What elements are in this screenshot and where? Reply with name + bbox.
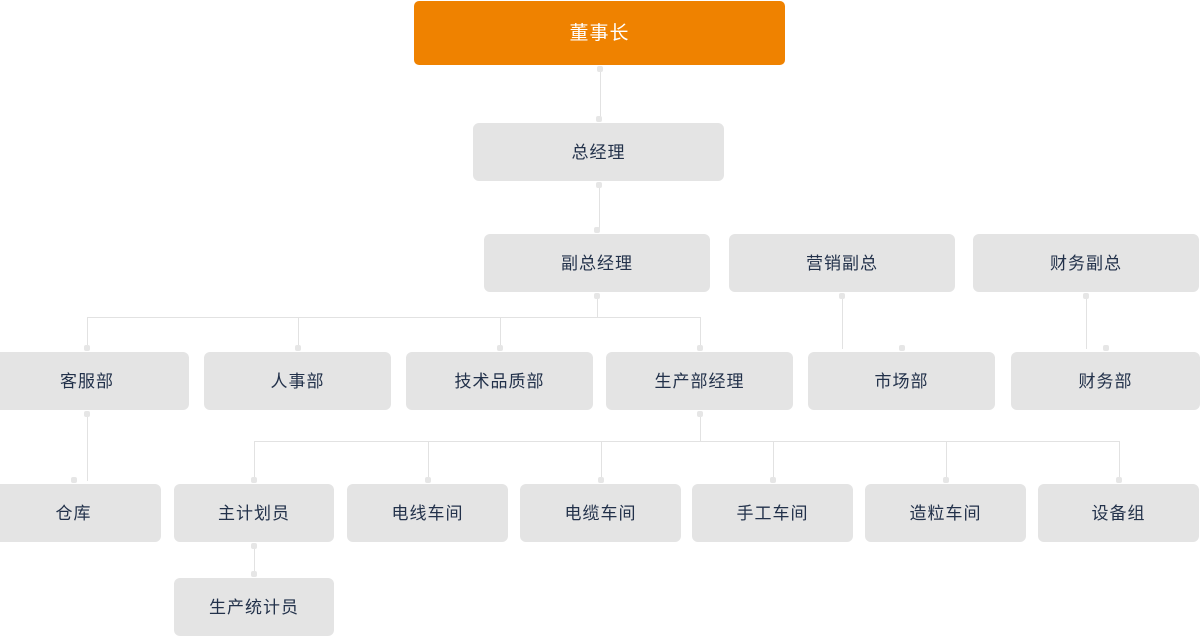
connector-drop-production-mgr bbox=[700, 317, 701, 349]
connector-dot-bottom bbox=[596, 116, 602, 122]
org-node-warehouse[interactable]: 仓库 bbox=[0, 484, 161, 542]
org-node-granulation-workshop[interactable]: 造粒车间 bbox=[865, 484, 1026, 542]
connector-dot-bottom bbox=[71, 477, 77, 483]
connector-dot-bottom bbox=[943, 477, 949, 483]
connector-dot-bottom bbox=[84, 345, 90, 351]
connector-dot-top bbox=[251, 543, 257, 549]
org-node-market[interactable]: 市场部 bbox=[808, 352, 995, 410]
org-node-wire-workshop[interactable]: 电线车间 bbox=[347, 484, 508, 542]
connector-dot-top bbox=[697, 411, 703, 417]
org-node-tech-quality[interactable]: 技术品质部 bbox=[406, 352, 593, 410]
org-node-label: 手工车间 bbox=[736, 503, 809, 523]
connector-drop-customer-service bbox=[87, 317, 88, 349]
connector-drop-hr bbox=[298, 317, 299, 349]
org-node-label: 生产统计员 bbox=[209, 597, 299, 617]
connector-drop-tech-quality bbox=[500, 317, 501, 349]
connector-finance-vp-to-finance-dept bbox=[1086, 295, 1087, 349]
org-node-customer-service[interactable]: 客服部 bbox=[0, 352, 189, 410]
org-node-production-statistician[interactable]: 生产统计员 bbox=[174, 578, 334, 636]
connector-dot-bottom bbox=[1116, 477, 1122, 483]
connector-marketing-vp-to-market bbox=[842, 295, 843, 349]
org-node-label: 总经理 bbox=[571, 142, 626, 162]
org-node-label: 造粒车间 bbox=[909, 503, 982, 523]
connector-dot-top bbox=[594, 293, 600, 299]
connector-drop-manual-workshop bbox=[773, 441, 774, 481]
org-node-label: 董事长 bbox=[569, 22, 630, 44]
connector-dot-bottom bbox=[770, 477, 776, 483]
org-node-marketing-vp[interactable]: 营销副总 bbox=[729, 234, 955, 292]
org-node-equipment-group[interactable]: 设备组 bbox=[1038, 484, 1199, 542]
connector-dot-bottom bbox=[497, 345, 503, 351]
org-node-chief-planner[interactable]: 主计划员 bbox=[174, 484, 334, 542]
org-node-label: 电缆车间 bbox=[564, 503, 637, 523]
org-node-finance-dept[interactable]: 财务部 bbox=[1011, 352, 1200, 410]
connector-dot-bottom bbox=[425, 477, 431, 483]
connector-dot-top bbox=[597, 66, 603, 72]
connector-dot-bottom bbox=[251, 571, 257, 577]
connector-drop-wire-workshop bbox=[428, 441, 429, 481]
connector-chief-planner-to-production-statistician bbox=[254, 545, 255, 575]
connector-dot-top bbox=[596, 182, 602, 188]
org-node-finance-vp[interactable]: 财务副总 bbox=[973, 234, 1199, 292]
org-node-deputy-gm[interactable]: 副总经理 bbox=[484, 234, 710, 292]
connector-chairman-to-gm bbox=[600, 68, 601, 120]
connector-dot-bottom bbox=[251, 477, 257, 483]
connector-drop-granulation-workshop bbox=[946, 441, 947, 481]
org-node-production-mgr[interactable]: 生产部经理 bbox=[606, 352, 793, 410]
org-node-label: 主计划员 bbox=[218, 503, 290, 523]
org-node-label: 生产部经理 bbox=[654, 371, 745, 391]
connector-drop-chief-planner bbox=[254, 441, 255, 481]
connector-dot-bottom bbox=[295, 345, 301, 351]
org-node-manual-workshop[interactable]: 手工车间 bbox=[692, 484, 853, 542]
connector-dot-top bbox=[84, 411, 90, 417]
connector-drop-equipment-group bbox=[1119, 441, 1120, 481]
connector-customer-service-to-warehouse bbox=[87, 413, 88, 481]
org-node-chairman[interactable]: 董事长 bbox=[414, 1, 785, 65]
org-node-gm[interactable]: 总经理 bbox=[473, 123, 724, 181]
connector-dot-top bbox=[1083, 293, 1089, 299]
org-node-label: 市场部 bbox=[874, 371, 929, 391]
connector-stub-deputy-gm bbox=[597, 295, 598, 317]
connector-drop-cable-workshop bbox=[601, 441, 602, 481]
connector-bus-deputy-gm bbox=[87, 317, 700, 318]
connector-bus-production-mgr bbox=[254, 441, 1119, 442]
org-node-label: 客服部 bbox=[60, 371, 114, 391]
org-node-label: 副总经理 bbox=[561, 253, 633, 273]
connector-dot-bottom bbox=[899, 345, 905, 351]
connector-stub-production-mgr bbox=[700, 413, 701, 441]
connector-dot-bottom bbox=[697, 345, 703, 351]
connector-gm-to-deputy-gm bbox=[599, 184, 600, 231]
org-node-hr[interactable]: 人事部 bbox=[204, 352, 391, 410]
connector-dot-bottom bbox=[594, 227, 600, 233]
connector-dot-bottom bbox=[1103, 345, 1109, 351]
org-node-label: 技术品质部 bbox=[454, 371, 545, 391]
org-node-cable-workshop[interactable]: 电缆车间 bbox=[520, 484, 681, 542]
connector-dot-bottom bbox=[598, 477, 604, 483]
org-node-label: 财务副总 bbox=[1050, 253, 1122, 273]
org-node-label: 设备组 bbox=[1091, 503, 1146, 523]
org-node-label: 人事部 bbox=[270, 371, 325, 391]
org-node-label: 营销副总 bbox=[806, 253, 878, 273]
org-node-label: 财务部 bbox=[1078, 371, 1133, 391]
org-node-label: 仓库 bbox=[55, 503, 92, 523]
org-node-label: 电线车间 bbox=[391, 503, 464, 523]
connector-dot-top bbox=[839, 293, 845, 299]
